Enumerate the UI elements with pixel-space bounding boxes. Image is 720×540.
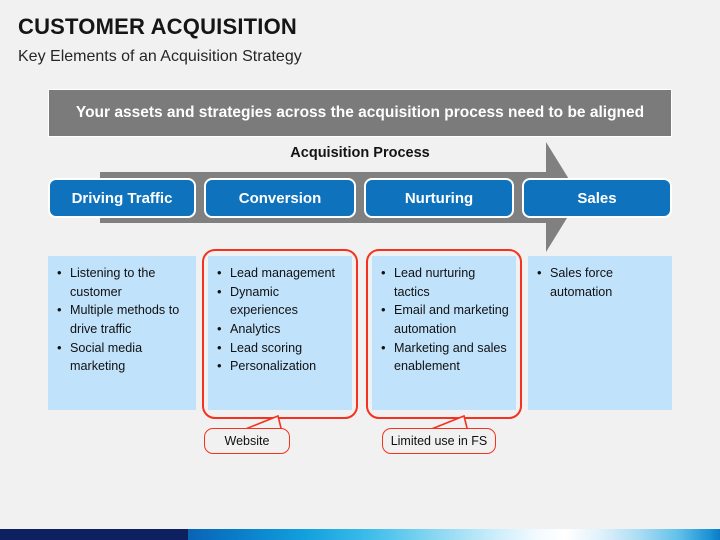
list-item: Dynamic experiences — [214, 282, 346, 320]
stage-button-driving-traffic[interactable]: Driving Traffic — [48, 178, 196, 218]
list-item: Sales force automation — [534, 263, 666, 301]
list-item: Social media marketing — [54, 337, 190, 376]
callout-label: Limited use in FS — [390, 434, 488, 448]
bullet-list: Lead management Dynamic experiences Anal… — [214, 263, 346, 376]
callout-website: Website — [204, 428, 290, 454]
list-item: Email and marketing automation — [378, 300, 510, 338]
stage-label: Nurturing — [404, 189, 474, 207]
callout-label: Website — [224, 434, 270, 448]
bullet-list: Sales force automation — [534, 263, 666, 301]
list-item: Lead management — [214, 263, 346, 283]
stage-label: Driving Traffic — [71, 189, 173, 207]
bullet-list: Lead nurturing tactics Email and marketi… — [378, 263, 510, 376]
content-box-conversion: Lead management Dynamic experiences Anal… — [208, 256, 352, 410]
stage-button-nurturing[interactable]: Nurturing — [364, 178, 514, 218]
content-box-driving-traffic: Listening to the customer Multiple metho… — [48, 256, 196, 410]
stage-button-conversion[interactable]: Conversion — [204, 178, 356, 218]
bottom-accent-bar — [0, 529, 720, 540]
bottom-bar-navy-segment — [0, 529, 188, 540]
bullet-list: Listening to the customer Multiple metho… — [54, 263, 190, 376]
list-item: Lead scoring — [214, 338, 346, 358]
headline-banner: Your assets and strategies across the ac… — [48, 89, 672, 137]
process-label: Acquisition Process — [290, 145, 430, 161]
list-item: Listening to the customer — [54, 263, 190, 301]
stage-label: Conversion — [238, 189, 322, 207]
stage-label: Sales — [577, 189, 617, 207]
stage-button-sales[interactable]: Sales — [522, 178, 672, 218]
content-box-sales: Sales force automation — [528, 256, 672, 410]
page-subtitle: Key Elements of an Acquisition Strategy — [18, 48, 302, 65]
content-box-nurturing: Lead nurturing tactics Email and marketi… — [372, 256, 516, 410]
list-item: Lead nurturing tactics — [378, 263, 510, 301]
list-item: Analytics — [214, 319, 346, 339]
list-item: Marketing and sales enablement — [378, 337, 510, 376]
list-item: Multiple methods to drive traffic — [54, 300, 190, 338]
page-title: CUSTOMER ACQUISITION — [18, 14, 298, 39]
callout-limited-use-in-fs: Limited use in FS — [382, 428, 496, 454]
list-item: Personalization — [214, 356, 346, 376]
bottom-bar-gradient-segment — [188, 529, 720, 540]
